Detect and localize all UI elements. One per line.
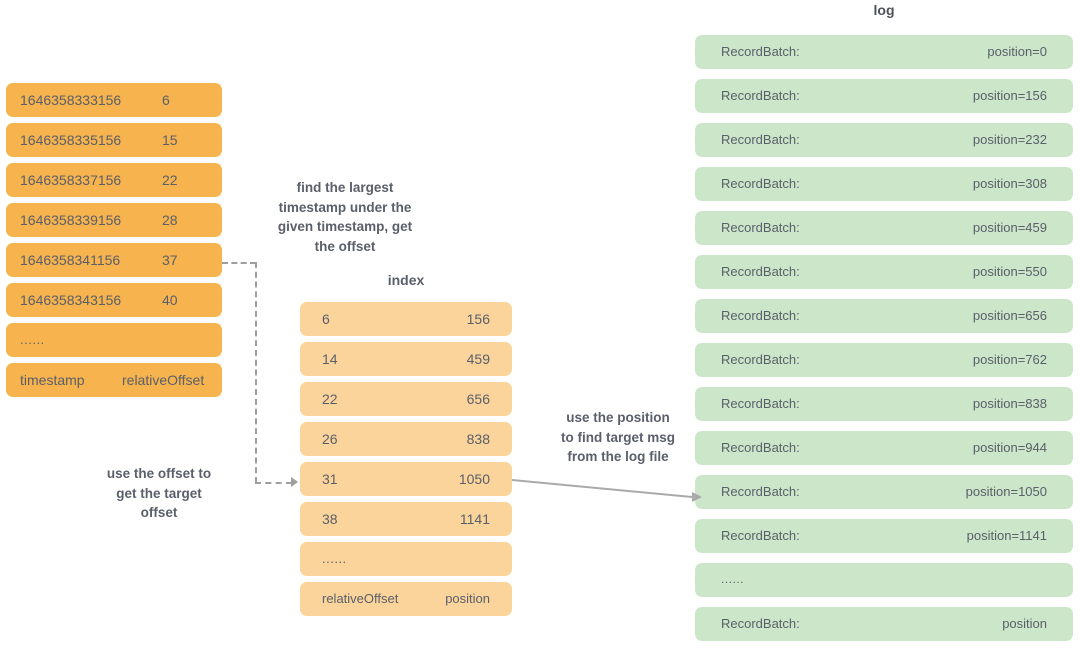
offset-value: 37 xyxy=(162,251,178,268)
offset-value: 28 xyxy=(162,211,178,228)
annotation-use-position: use the position to find target msg from… xyxy=(561,410,675,465)
record-batch-label: RecordBatch: xyxy=(721,87,800,103)
timestamp-value: 1646358343156 xyxy=(20,291,122,308)
record-batch-position: position=1050 xyxy=(965,483,1047,499)
record-batch-position: position=944 xyxy=(972,439,1047,455)
log-footer-row: RecordBatch: position xyxy=(695,607,1073,641)
relative-offset-value: 31 xyxy=(322,470,338,487)
record-batch-label: RecordBatch: xyxy=(721,439,800,455)
record-batch-label: RecordBatch: xyxy=(721,615,800,631)
record-batch-position: position=232 xyxy=(972,131,1047,147)
column-header-position: position xyxy=(445,590,490,606)
table-row[interactable]: 1646358339156 28 xyxy=(6,203,222,237)
ellipsis-label: ...... xyxy=(322,550,347,566)
record-batch-label: RecordBatch: xyxy=(721,351,800,367)
column-header-timestamp: timestamp xyxy=(20,371,85,388)
timestamp-value: 1646358335156 xyxy=(20,131,122,148)
timestamp-value: 1646358333156 xyxy=(20,91,122,108)
record-batch-label: RecordBatch: xyxy=(721,483,800,499)
log-record-batch-row[interactable]: RecordBatch: position=308 xyxy=(695,167,1073,201)
record-batch-label: RecordBatch: xyxy=(721,131,800,147)
table-row[interactable]: 1646358337156 22 xyxy=(6,163,222,197)
relative-offset-value: 26 xyxy=(322,430,338,447)
column-header-position: position xyxy=(1002,615,1047,631)
log-column-title: log xyxy=(873,2,895,18)
record-batch-position: position=156 xyxy=(972,87,1047,103)
table-row-ellipsis: ...... xyxy=(300,542,512,576)
record-batch-position: position=762 xyxy=(972,351,1047,367)
record-batch-position: position=838 xyxy=(972,395,1047,411)
timestamp-value: 1646358337156 xyxy=(20,171,122,188)
table-row-highlighted[interactable]: 31 1050 xyxy=(300,462,512,496)
table-row-highlighted[interactable]: 1646358341156 37 xyxy=(6,243,222,277)
position-value: 838 xyxy=(466,430,490,447)
record-batch-label: RecordBatch: xyxy=(721,175,800,191)
annotation-find-timestamp: find the largest timestamp under the giv… xyxy=(277,180,413,254)
record-batch-position: position=550 xyxy=(972,263,1047,279)
offset-value: 6 xyxy=(162,91,170,108)
table-row-ellipsis: ...... xyxy=(6,323,222,357)
record-batch-label: RecordBatch: xyxy=(721,527,800,543)
column-header-relative-offset: relativeOffset xyxy=(122,371,205,388)
log-record-batch-row[interactable]: RecordBatch: position=762 xyxy=(695,343,1073,377)
offset-value: 40 xyxy=(162,291,178,308)
log-record-batch-row[interactable]: RecordBatch: position=1141 xyxy=(695,519,1073,553)
connector-timestamp-to-index-segment-2 xyxy=(255,262,257,483)
log-record-batch-row[interactable]: RecordBatch: position=656 xyxy=(695,299,1073,333)
relative-offset-value: 38 xyxy=(322,510,338,527)
timestamp-value: 1646358339156 xyxy=(20,211,122,228)
connector-timestamp-to-index-arrowhead xyxy=(291,477,298,487)
ellipsis-label: ...... xyxy=(721,572,745,587)
record-batch-position: position=656 xyxy=(972,307,1047,323)
position-value: 459 xyxy=(466,350,490,367)
offset-value: 22 xyxy=(162,171,178,188)
log-record-batch-row[interactable]: RecordBatch: position=459 xyxy=(695,211,1073,245)
column-header-relative-offset: relativeOffset xyxy=(322,590,399,606)
log-record-batch-row[interactable]: RecordBatch: position=0 xyxy=(695,35,1073,69)
log-record-batch-row[interactable]: RecordBatch: position=156 xyxy=(695,79,1073,113)
table-row[interactable]: 6 156 xyxy=(300,302,512,336)
index-table-title: index xyxy=(387,272,425,288)
record-batch-label: RecordBatch: xyxy=(721,263,800,279)
log-record-batch-row[interactable]: RecordBatch: position=232 xyxy=(695,123,1073,157)
record-batch-position: position=459 xyxy=(972,219,1047,235)
log-record-batch-row[interactable]: RecordBatch: position=838 xyxy=(695,387,1073,421)
record-batch-label: RecordBatch: xyxy=(721,219,800,235)
table-row[interactable]: 1646358343156 40 xyxy=(6,283,222,317)
record-batch-position: position=1141 xyxy=(966,527,1047,543)
log-row-ellipsis: ...... xyxy=(695,563,1073,597)
relative-offset-value: 6 xyxy=(322,310,330,327)
table-row[interactable]: 22 656 xyxy=(300,382,512,416)
relative-offset-value: 22 xyxy=(322,390,338,407)
record-batch-label: RecordBatch: xyxy=(721,307,800,323)
ellipsis-label: ...... xyxy=(20,331,45,347)
connector-index-to-log xyxy=(512,479,702,502)
table-row[interactable]: 14 459 xyxy=(300,342,512,376)
table-row[interactable]: 1646358333156 6 xyxy=(6,83,222,117)
annotation-use-offset: use the offset to get the target offset xyxy=(106,466,212,521)
record-batch-position: position=0 xyxy=(987,43,1047,59)
table-row[interactable]: 26 838 xyxy=(300,422,512,456)
position-value: 156 xyxy=(466,310,490,327)
record-batch-label: RecordBatch: xyxy=(721,43,800,59)
connector-timestamp-to-index-segment-3 xyxy=(255,482,292,484)
table-row[interactable]: 1646358335156 15 xyxy=(6,123,222,157)
position-value: 1050 xyxy=(458,470,490,487)
record-batch-label: RecordBatch: xyxy=(721,395,800,411)
log-record-batch-row-highlighted[interactable]: RecordBatch: position=1050 xyxy=(695,475,1073,509)
relative-offset-value: 14 xyxy=(322,350,338,367)
record-batch-position: position=308 xyxy=(972,175,1047,191)
log-record-batch-row[interactable]: RecordBatch: position=550 xyxy=(695,255,1073,289)
position-value: 656 xyxy=(466,390,490,407)
connector-timestamp-to-index-segment-1 xyxy=(222,262,256,264)
log-record-batch-row[interactable]: RecordBatch: position=944 xyxy=(695,431,1073,465)
timestamp-value: 1646358341156 xyxy=(20,251,121,268)
position-value: 1141 xyxy=(459,510,490,527)
table-footer-row: timestamp relativeOffset xyxy=(6,363,222,397)
table-footer-row: relativeOffset position xyxy=(300,582,512,616)
table-row[interactable]: 38 1141 xyxy=(300,502,512,536)
offset-value: 15 xyxy=(162,131,178,148)
